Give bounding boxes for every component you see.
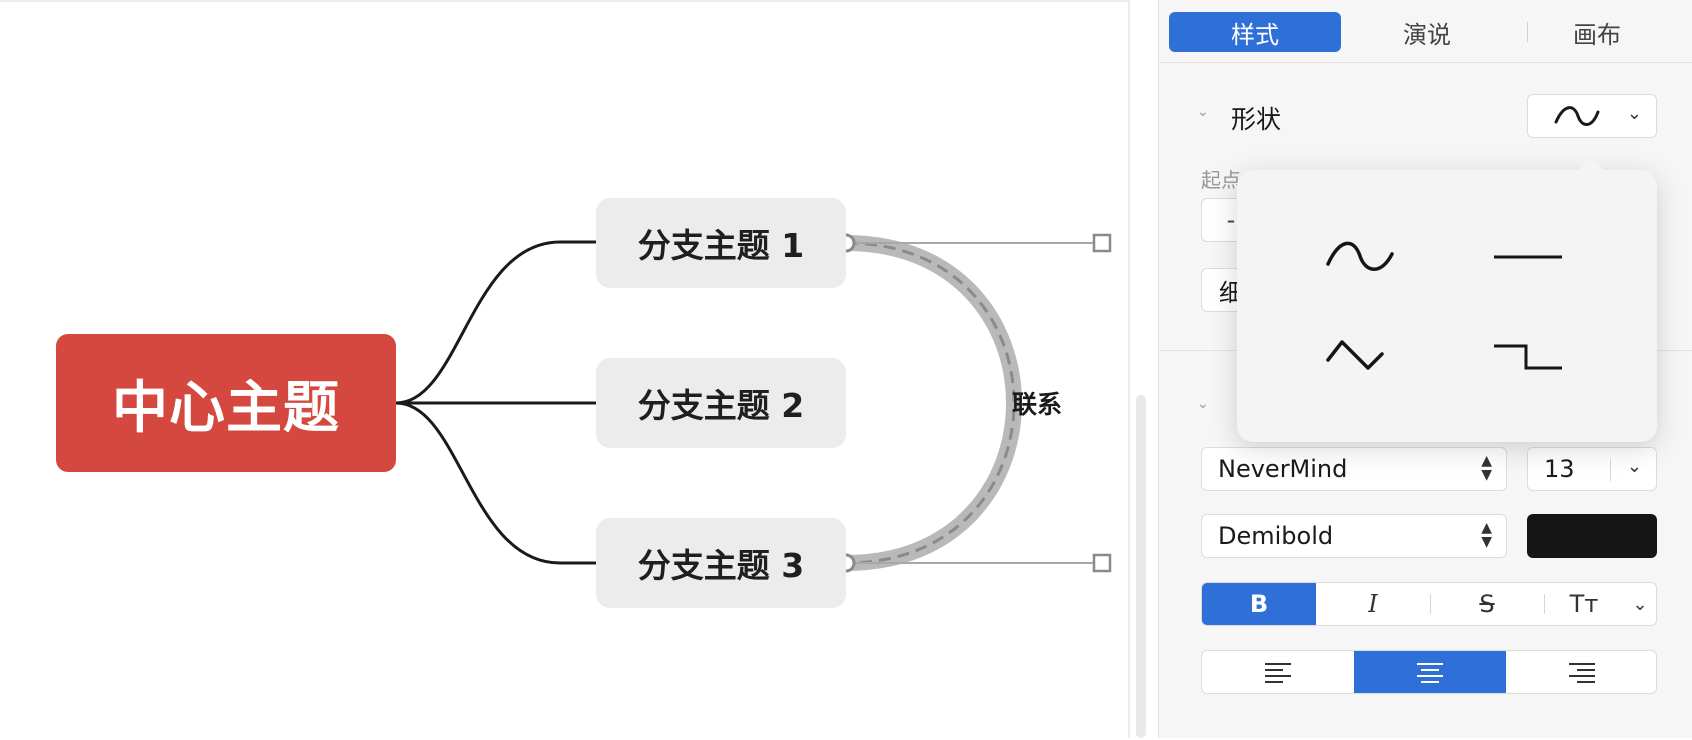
branch-connector-3 [395, 401, 596, 565]
angled-line-icon [1326, 340, 1384, 370]
align-left-icon [1265, 663, 1291, 683]
control-handle-bottom [1092, 553, 1112, 573]
elbow-line-option[interactable] [1473, 322, 1583, 392]
stepper-icon: ▲▼ [1481, 520, 1492, 550]
text-align-group [1201, 650, 1657, 694]
line-shape-popover [1237, 157, 1657, 442]
tab-divider [1527, 22, 1528, 42]
align-right-button[interactable] [1506, 651, 1656, 693]
curve-line-icon [1554, 106, 1600, 126]
panel-tabs: 样式 演说 画布 [1169, 12, 1683, 52]
branch-topic-1[interactable]: 分支主题 1 [596, 198, 846, 288]
font-weight-value: Demibold [1218, 522, 1334, 550]
shape-section-title: 形状 [1231, 105, 1282, 134]
font-size-value: 13 [1544, 455, 1575, 483]
tabs-divider [1159, 62, 1692, 63]
branch-topic-2[interactable]: 分支主题 2 [596, 358, 846, 448]
chevron-down-icon[interactable]: ⌄ [1632, 593, 1648, 615]
connector-lines [395, 233, 1112, 573]
italic-button[interactable]: I [1368, 590, 1378, 618]
font-weight-select[interactable]: Demibold ▲▼ [1201, 514, 1507, 558]
angled-line-option[interactable] [1305, 322, 1415, 392]
branch-topic-3[interactable]: 分支主题 3 [596, 518, 846, 608]
stepper-icon: ▲▼ [1481, 453, 1492, 483]
central-topic[interactable]: 中心主题 [56, 334, 396, 472]
font-family-value: NeverMind [1218, 455, 1348, 483]
canvas-divider [1128, 0, 1130, 738]
align-right-icon [1569, 663, 1595, 683]
align-center-button[interactable] [1354, 651, 1506, 693]
align-center-icon [1417, 663, 1443, 683]
branch-connector-1 [395, 240, 596, 405]
relationship-curve-dash [845, 241, 1016, 565]
relationship-curve [838, 235, 1022, 571]
straight-line-option[interactable] [1473, 222, 1583, 292]
text-case-button[interactable]: Tт [1569, 590, 1599, 618]
chevron-down-icon: ⌄ [1626, 103, 1642, 124]
vertical-scrollbar[interactable] [1136, 395, 1146, 738]
line-shape-select[interactable]: ⌄ [1527, 94, 1657, 138]
text-color-swatch[interactable] [1527, 514, 1657, 558]
tab-canvas[interactable]: 画布 [1573, 20, 1621, 49]
chevron-down-icon[interactable]: ⌄ [1197, 104, 1209, 120]
tab-pitch[interactable]: 演说 [1403, 20, 1451, 49]
curve-line-icon [1326, 241, 1394, 271]
align-left-button[interactable] [1202, 651, 1354, 693]
text-style-group: B I S Tт ⌄ [1201, 582, 1657, 626]
control-handle-top [1092, 233, 1112, 253]
elbow-line-icon [1494, 344, 1562, 370]
font-family-select[interactable]: NeverMind ▲▼ [1201, 447, 1507, 491]
strikethrough-button[interactable]: S [1479, 590, 1495, 618]
start-label: 起点 [1201, 168, 1241, 192]
chevron-down-icon[interactable]: ⌄ [1197, 396, 1209, 412]
curve-line-option[interactable] [1305, 222, 1415, 292]
tab-style[interactable]: 样式 [1169, 12, 1341, 52]
font-size-select[interactable]: 13 ⌄ [1527, 447, 1657, 491]
straight-line-icon [1494, 255, 1562, 259]
relationship-label[interactable]: 联系 [1012, 390, 1063, 419]
bold-button[interactable]: B [1202, 583, 1316, 625]
mindmap-canvas[interactable]: 中心主题 分支主题 1 分支主题 2 分支主题 3 联系 [0, 0, 1130, 738]
chevron-down-icon: ⌄ [1626, 456, 1642, 477]
